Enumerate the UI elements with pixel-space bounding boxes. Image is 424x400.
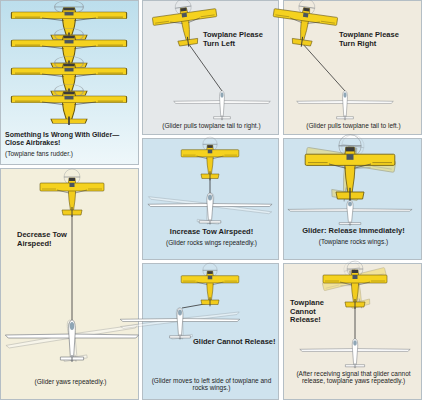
signal-description: (Glider pulls towplane tail to left.) xyxy=(284,122,423,129)
signal-panel: Towplane Cannot Release! (After receiving… xyxy=(283,263,422,400)
signal-name: Glider: Release Immediately! xyxy=(284,227,423,236)
signal-panel: Increase Tow Airspeed! (Glider rocks wing… xyxy=(142,138,279,260)
signal-name: Towplane Please Turn Right xyxy=(339,31,417,48)
signal-description: (Glider yaws repeatedly.) xyxy=(1,378,140,385)
signal-panel: Glider Cannot Release! (Glider moves to l… xyxy=(142,263,279,400)
signal-description: (Towplane fans rudder.) xyxy=(5,150,136,157)
signal-panel: Towplane Please Turn Right (Glider pulls … xyxy=(283,0,422,135)
signal-description: (After receiving signal that glider cann… xyxy=(290,370,417,385)
signal-description: (Glider rocks wings repeatedly.) xyxy=(143,239,280,246)
signal-name: Towplane Please Turn Left xyxy=(203,31,275,48)
signal-panel: Towplane Please Turn Left (Glider pulls t… xyxy=(142,0,279,135)
signal-name: Increase Tow Airspeed! xyxy=(143,228,280,237)
signal-name: Decrease Tow Airspeed! xyxy=(17,231,97,248)
signal-panel: Decrease Tow Airspeed! (Glider yaws repea… xyxy=(0,168,139,400)
signal-panel: Something Is Wrong With Glider— Close Ai… xyxy=(0,0,139,165)
signal-description: (Glider moves to left side of towplane a… xyxy=(147,377,276,392)
signal-name: Something Is Wrong With Glider— Close Ai… xyxy=(5,131,136,147)
signal-panel: Glider: Release Immediately! (Towplane ro… xyxy=(283,138,422,260)
signal-description: (Towplane rocks wings.) xyxy=(284,238,423,245)
signal-name: Glider Cannot Release! xyxy=(193,338,277,347)
signal-name: Towplane Cannot Release! xyxy=(290,299,336,325)
signal-description: (Glider pulls towplane tail to right.) xyxy=(143,122,280,129)
